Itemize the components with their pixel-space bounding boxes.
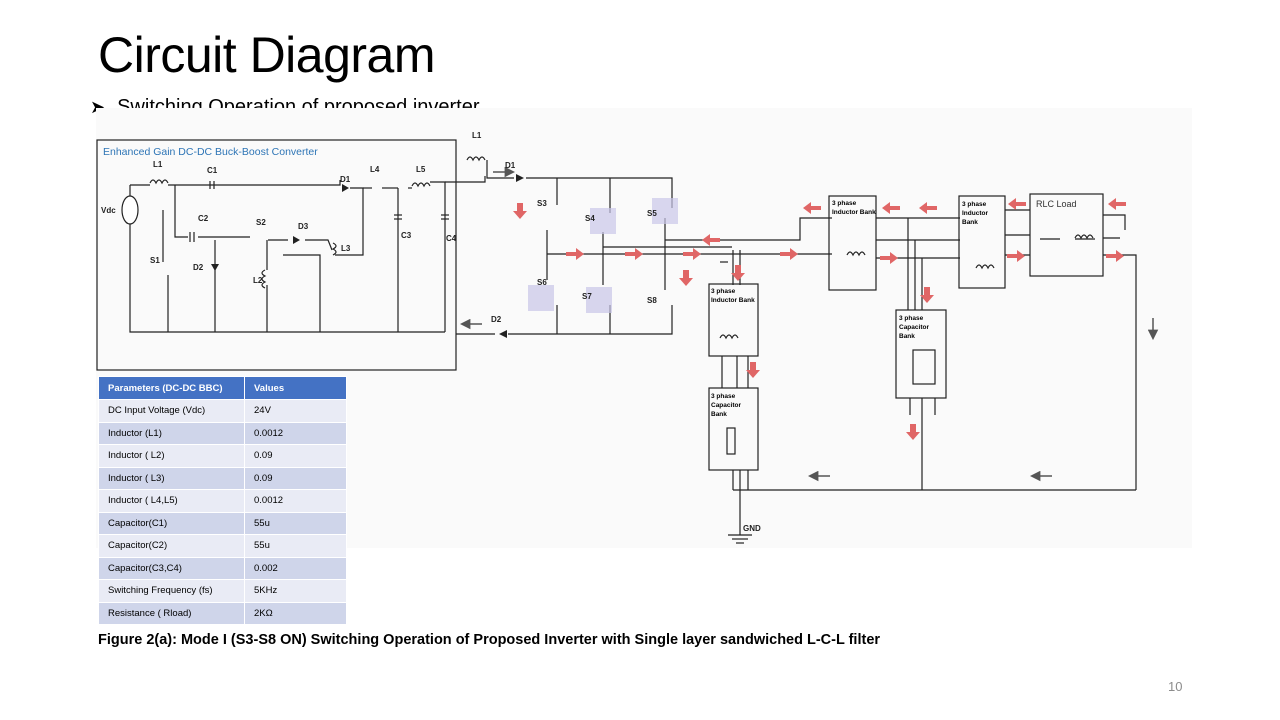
table-row: Capacitor(C1)55u [98,511,347,535]
label-s1: S1 [150,256,160,265]
param-value: 0.002 [244,556,347,580]
label-c1: C1 [207,166,218,175]
parameters-table: Parameters (DC-DC BBC) Values DC Input V… [98,376,347,625]
label-c3: C3 [401,231,412,240]
page-number: 10 [1168,679,1183,694]
label-rlc-load: RLC Load [1036,199,1077,209]
label-c2: C2 [198,214,209,223]
table-row: Inductor ( L4,L5)0.0012 [98,489,347,513]
param-name: Switching Frequency (fs) [98,579,245,603]
param-name: Inductor ( L2) [98,444,245,468]
label-s8: S8 [647,296,657,305]
table-row: Inductor ( L2)0.09 [98,444,347,468]
label-inv-l1: L1 [472,131,482,140]
label-inv-d1: D1 [505,161,516,170]
param-name: Inductor (L1) [98,421,245,445]
param-value: 55u [244,534,347,558]
bank-label-inductor-3: 3 phase Inductor Bank [962,201,988,226]
param-value: 0.09 [244,466,347,490]
param-name: Resistance ( Rload) [98,601,245,625]
param-name: Inductor ( L4,L5) [98,489,245,513]
header-values: Values [244,376,347,400]
param-name: Capacitor(C3,C4) [98,556,245,580]
param-value: 55u [244,511,347,535]
table-row: Switching Frequency (fs)5KHz [98,579,347,603]
table-row: Inductor (L1)0.0012 [98,421,347,445]
label-vdc: Vdc [101,206,116,215]
label-d2: D2 [193,263,204,272]
param-value: 0.09 [244,444,347,468]
param-name: DC Input Voltage (Vdc) [98,399,245,423]
label-l2: L2 [253,276,263,285]
param-name: Capacitor(C1) [98,511,245,535]
param-value: 0.0012 [244,421,347,445]
param-value: 24V [244,399,347,423]
table-row: Capacitor(C2)55u [98,534,347,558]
label-d3: D3 [298,222,309,231]
param-value: 2KΩ [244,601,347,625]
table-header-row: Parameters (DC-DC BBC) Values [98,376,347,400]
label-s4: S4 [585,214,595,223]
param-value: 5KHz [244,579,347,603]
label-s2: S2 [256,218,266,227]
bank-label-inductor-2: 3 phase Inductor Bank [832,200,876,216]
param-name: Capacitor(C2) [98,534,245,558]
label-s6: S6 [537,278,547,287]
label-s7: S7 [582,292,592,301]
param-value: 0.0012 [244,489,347,513]
converter-title: Enhanced Gain DC-DC Buck-Boost Converter [103,146,318,158]
label-s5: S5 [647,209,657,218]
label-l5: L5 [416,165,426,174]
label-gnd: GND [743,524,761,533]
label-c4: C4 [446,234,457,243]
label-s3: S3 [537,199,547,208]
table-row: Capacitor(C3,C4)0.002 [98,556,347,580]
table-row: Resistance ( Rload)2KΩ [98,601,347,625]
converter-box [96,139,457,371]
bank-label-capacitor-1: 3 phase Capacitor Bank [711,393,741,418]
bank-label-capacitor-2: 3 phase Capacitor Bank [899,315,929,340]
label-l4: L4 [370,165,380,174]
figure-caption: Figure 2(a): Mode I (S3-S8 ON) Switching… [98,632,881,648]
label-l1: L1 [153,160,163,169]
slide-title: Circuit Diagram [98,27,436,83]
label-d1: D1 [340,175,351,184]
label-l3: L3 [341,244,351,253]
current-flow-arrows [513,198,1126,440]
param-name: Inductor ( L3) [98,466,245,490]
table-row: DC Input Voltage (Vdc)24V [98,399,347,423]
bank-label-inductor-1: 3 phase Inductor Bank [711,288,755,304]
table-row: Inductor ( L3)0.09 [98,466,347,490]
header-parameters: Parameters (DC-DC BBC) [98,376,245,400]
label-inv-d2: D2 [491,315,502,324]
